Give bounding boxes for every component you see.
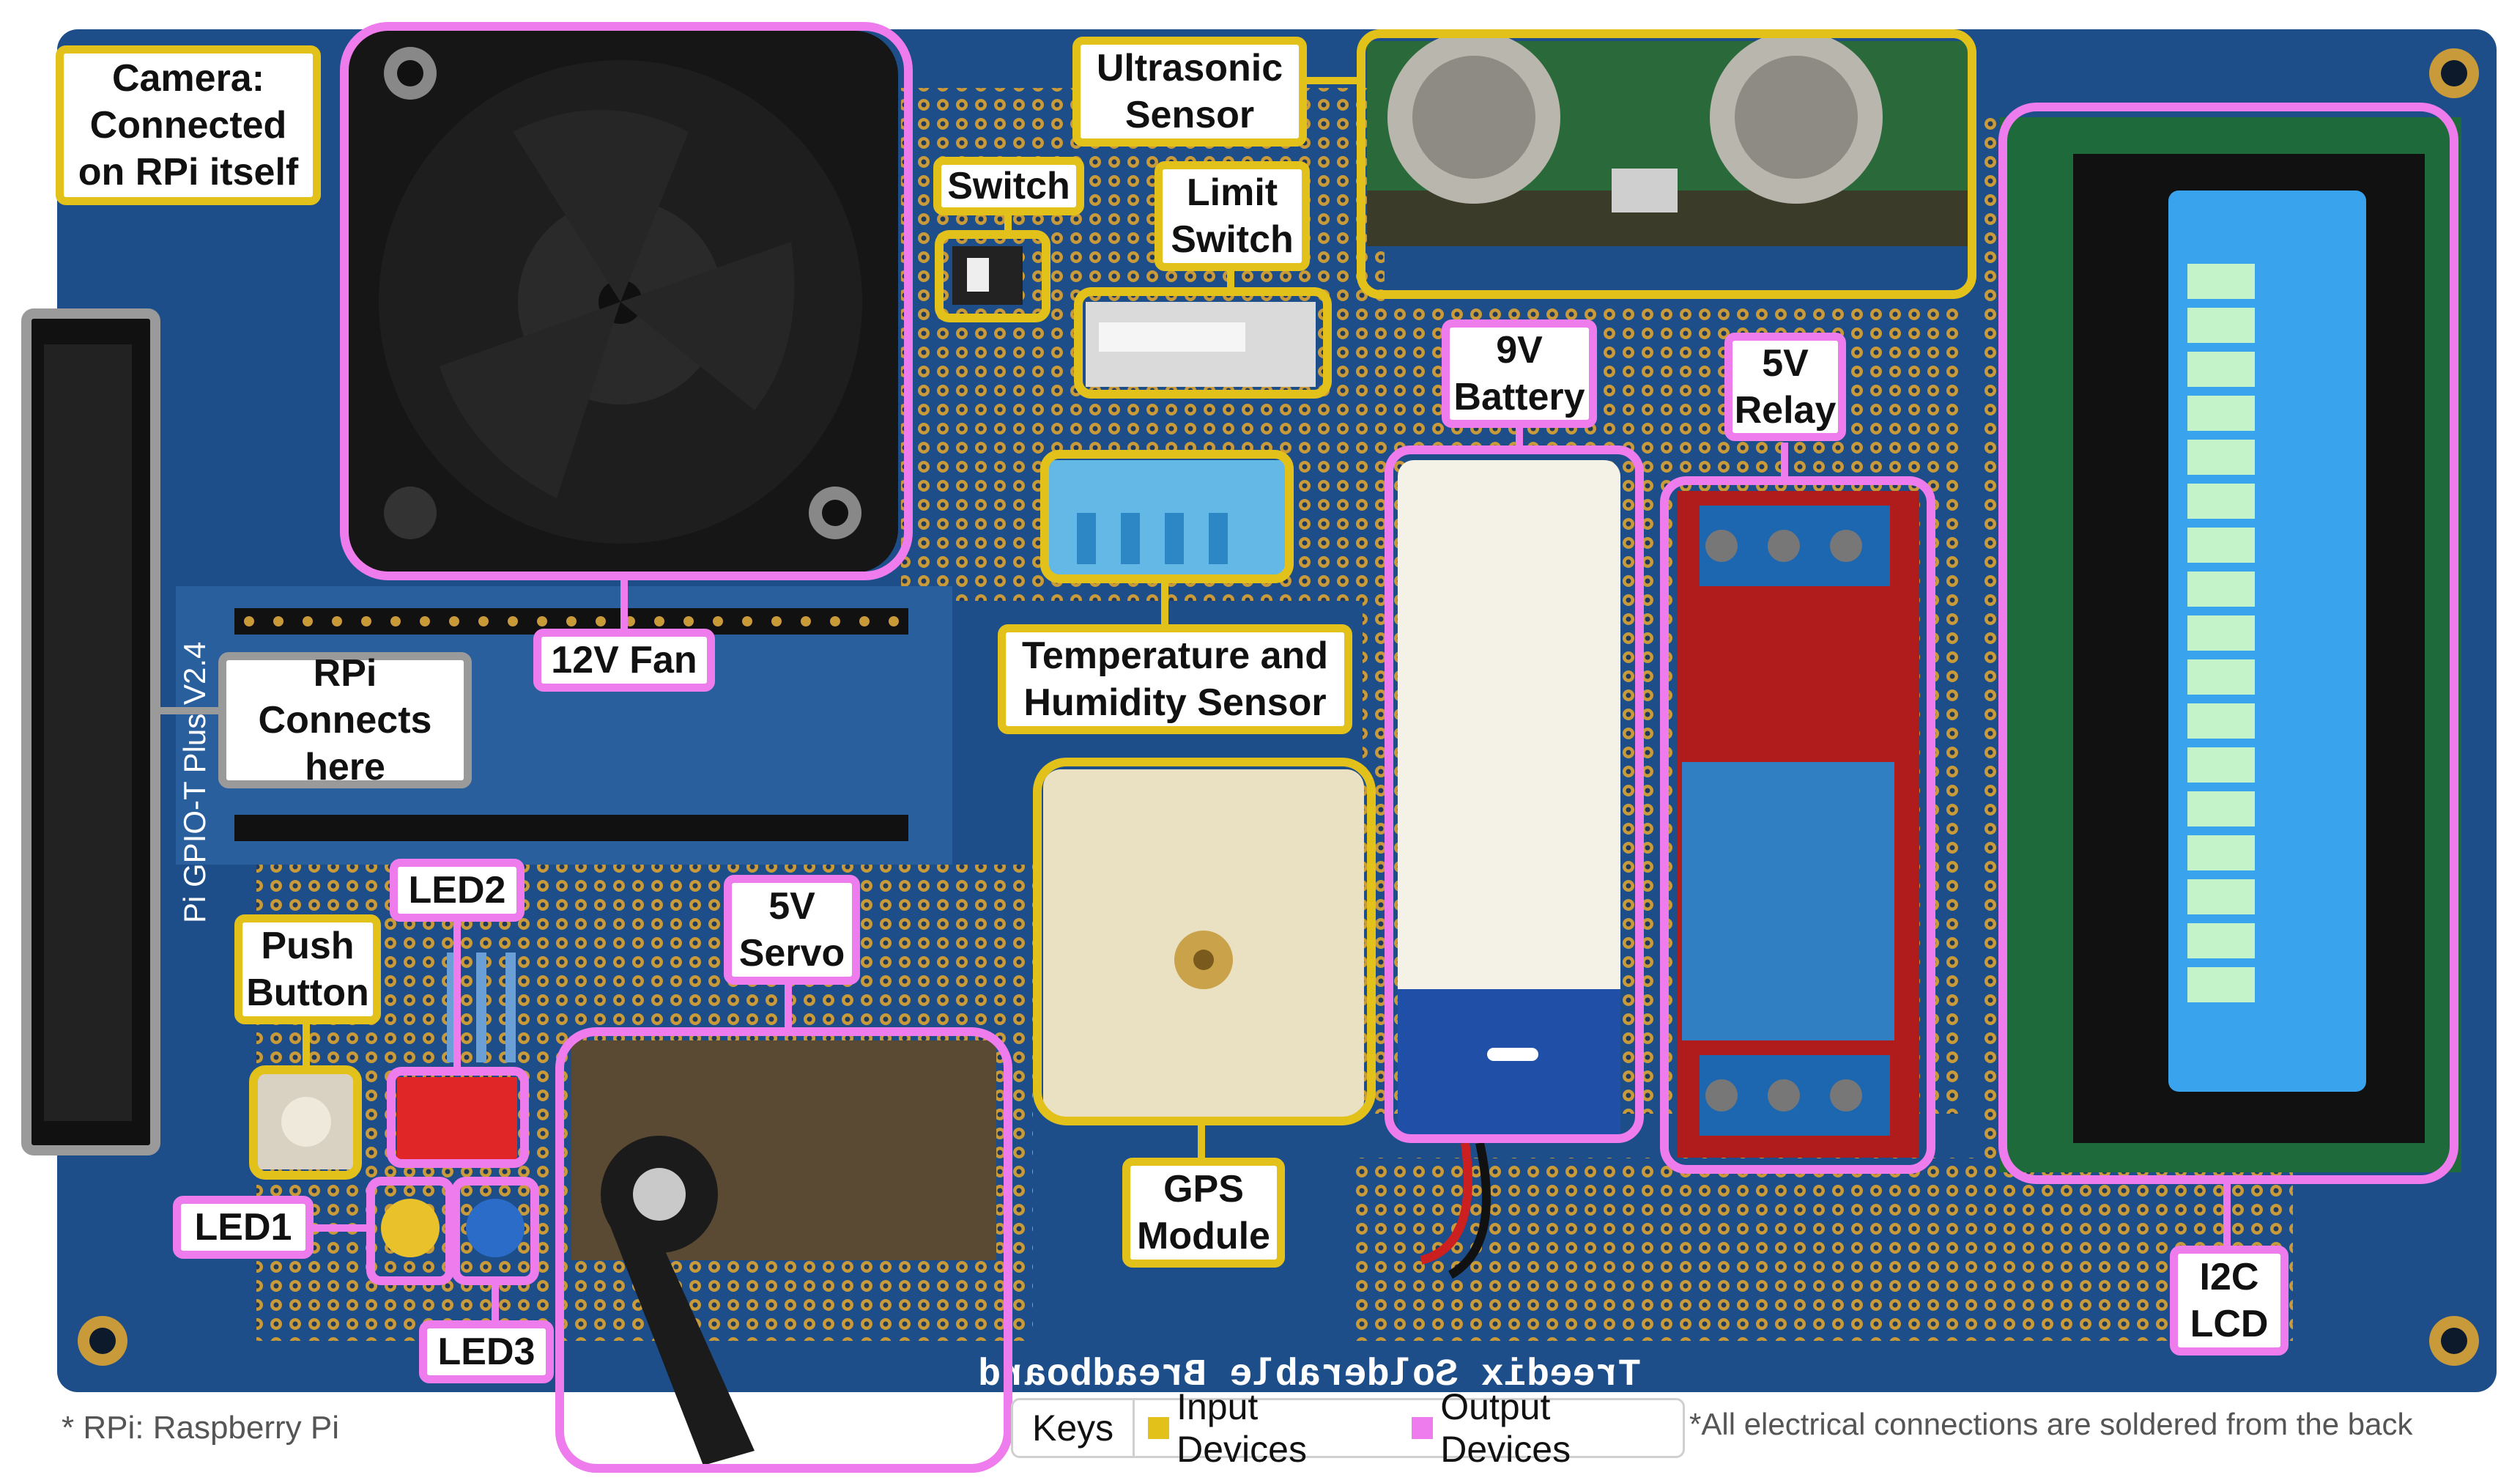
legend-input-label: Input Devices [1176,1386,1307,1470]
lcd-illustration [2000,117,2461,1172]
led2-illustration [397,1077,517,1162]
battery-illustration [1398,460,1620,1279]
label-camera: Camera: Connected on RPi itself [56,45,321,205]
legend-title: Keys [1032,1408,1114,1449]
battery-outline [1385,445,1644,1143]
fan-illustration [343,31,898,573]
label-push-button: Push Button [234,914,381,1024]
legend-output-swatch [1412,1417,1434,1439]
label-gps: GPS Module [1122,1158,1285,1268]
led1-illustration [381,1199,440,1257]
legend-divider [1133,1400,1135,1456]
label-led1: LED1 [173,1196,314,1259]
perfboard-area-bottom [1355,1158,2293,1341]
label-lcd: I2C LCD [2170,1246,2289,1356]
led3-illustration [466,1199,525,1257]
label-ultrasonic: Ultrasonic Sensor [1072,37,1307,147]
label-limit-switch: Limit Switch [1155,161,1310,271]
ultrasonic-outline [1357,29,1976,299]
limit-switch-outline [1074,287,1332,399]
legend-output-label: Output Devices [1440,1386,1571,1470]
relay-outline [1660,476,1935,1174]
footnote-soldered: *All electrical connections are soldered… [1689,1407,2413,1441]
label-battery: 9V Battery [1442,319,1597,428]
label-led2: LED2 [390,859,525,922]
servo-outline [555,1027,1012,1473]
label-rpi: RPi Connects here [218,652,472,788]
ultrasonic-illustration [1367,31,1969,246]
legend-input-swatch [1148,1417,1170,1439]
gpio-board-text: Pi GPIO-T Plus V2.4 [177,642,212,923]
label-temp-humidity: Temperature and Humidity Sensor [998,624,1352,734]
footnote-rpi: * RPi: Raspberry Pi [62,1410,340,1446]
servo-illustration [571,1040,996,1465]
label-servo: 5V Servo [724,875,860,985]
legend-keys: Keys Input Devices Output Devices [1011,1386,1685,1470]
switch-outline [935,230,1050,322]
label-led3: LED3 [419,1320,554,1383]
label-relay: 5V Relay [1724,333,1846,441]
label-fan: 12V Fan [533,629,715,692]
label-switch: Switch [933,157,1084,215]
board-brand-text: Treedix Solderable Breadboard [978,1353,1641,1397]
relay-illustration [1678,491,1919,1158]
